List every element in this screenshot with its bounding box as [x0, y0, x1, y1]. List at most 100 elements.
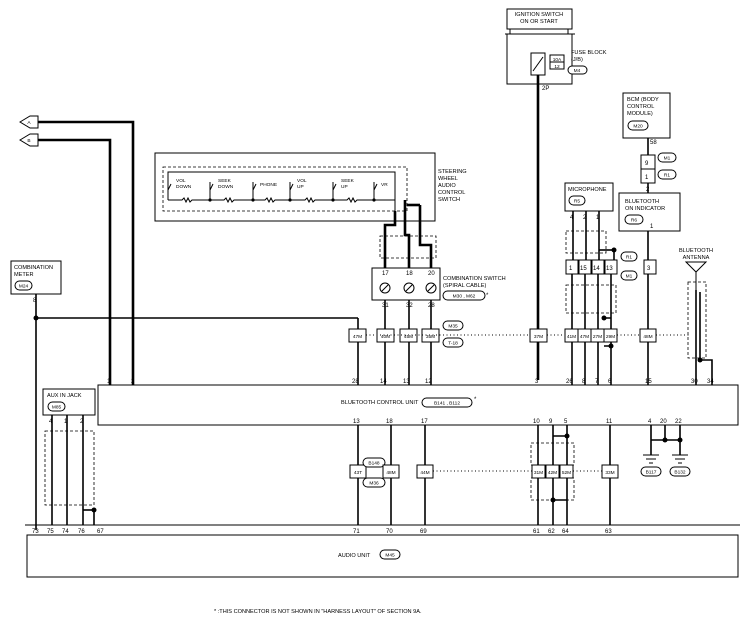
- arrow-b: B: [19, 133, 39, 147]
- bcu-bottom-pin-20: 20: [660, 419, 667, 425]
- bcu-connectors: B141 , B112: [434, 401, 460, 407]
- ground-b117-label: B117: [646, 470, 657, 476]
- conn-m35: M35: [448, 324, 458, 330]
- wire-48m-2: 48M: [386, 470, 395, 476]
- comb-pin-20: 20: [428, 271, 435, 277]
- button-vol-down-2: DOWN: [176, 184, 192, 190]
- bluetooth-indicator: 2 BLUETOOTH ON INDICATOR R6 1: [618, 187, 681, 232]
- wire-31m: 31M: [534, 470, 543, 476]
- audio-pin-69: 69: [420, 529, 427, 535]
- wire-43t: 43T: [354, 470, 362, 476]
- wire-41m: 41M: [567, 334, 576, 340]
- bcu-top-pin-14: 14: [380, 379, 387, 385]
- audio-pin-73: 73: [32, 529, 39, 535]
- bcu-top-pin-1: 1: [107, 379, 111, 385]
- bt-indicator-junction-3: 3: [647, 266, 651, 272]
- wire-42m: 42M: [548, 470, 557, 476]
- harness-connectors-top: 47M 40M 45M 35M M35 T-18 37M 41M 47M 27M…: [348, 320, 690, 348]
- bcm-pin: 58: [650, 140, 657, 146]
- button-vol-up-2: UP: [297, 184, 304, 190]
- button-seek-up-1: SEEK: [341, 178, 355, 184]
- button-vr: VR: [381, 182, 388, 188]
- fuse-amp: 10A: [553, 57, 562, 63]
- fuse-number: 12: [554, 64, 560, 70]
- audio-pin-70: 70: [386, 529, 393, 535]
- fuse-block: 10A 12 FUSE BLOCK (J/B) M4 2P: [530, 50, 607, 92]
- harness-connectors-bottom: 43T B148 M36 48M 44M 31M 42M 52M 33M: [349, 457, 619, 488]
- fuse-block-title: FUSE BLOCK: [571, 50, 607, 56]
- bcu-top-pin-2: 2: [131, 379, 135, 385]
- bt-antenna-label-2: ANTENNA: [683, 255, 710, 261]
- bluetooth-control-unit: BLUETOOTH CONTROL UNIT B141 , B112 * 1 2…: [97, 379, 739, 426]
- mic-junction-14: 14: [593, 266, 600, 272]
- button-vol-up-1: VOL: [297, 178, 307, 184]
- mic-pin-1: 1: [596, 215, 600, 221]
- bcu-top-pin-8: 8: [582, 379, 586, 385]
- wire-45m: 45M: [404, 334, 413, 340]
- bcu-top-pin-15: 15: [645, 379, 652, 385]
- mic-pin-2: 2: [583, 215, 587, 221]
- comb-pin-17: 17: [382, 271, 389, 277]
- wire-29m: 29M: [606, 334, 615, 340]
- junction-m1: M1: [626, 274, 633, 280]
- bcu-top-pin-28: 28: [352, 379, 359, 385]
- bt-antenna-label-1: BLUETOOTH: [679, 248, 713, 254]
- bcm-junction-pin-1: 1: [645, 175, 649, 181]
- mic-junction-13: 13: [606, 266, 613, 272]
- fuse-pin: 2P: [542, 86, 549, 92]
- conn-b148: B148: [368, 461, 380, 467]
- steering-switch-label-5: SWITCH: [438, 197, 460, 203]
- bcm-connector: M20: [633, 124, 643, 130]
- aux-in-jack: AUX IN JACK M85 4 1 2: [42, 388, 96, 425]
- conn-m36: M36: [369, 481, 379, 487]
- combination-switch: 17 18 20 31 32 28 COMBINATION SWITCH (SP…: [371, 267, 506, 309]
- arrow-a: A: [19, 115, 39, 129]
- ground-b117: B117: [640, 454, 662, 477]
- audio-pin-71: 71: [353, 529, 360, 535]
- audio-unit-connector: M45: [385, 553, 395, 559]
- audio-pin-61: 61: [533, 529, 540, 535]
- button-vol-down-1: VOL: [176, 178, 186, 184]
- aux-jack-title: AUX IN JACK: [47, 393, 82, 399]
- button-seek-down-2: DOWN: [218, 184, 234, 190]
- ground-b132-label: B132: [674, 470, 686, 476]
- bcu-bottom-pin-13: 13: [353, 419, 360, 425]
- mic-junction-15: 15: [580, 266, 587, 272]
- button-phone: PHONE: [260, 182, 277, 188]
- bcu-bottom-pin-10: 10: [533, 419, 540, 425]
- bcu-bottom-pin-11: 11: [606, 419, 613, 425]
- bcu-top-pin-13: 13: [403, 379, 410, 385]
- footnote: * :THIS CONNECTOR IS NOT SHOWN IN "HARNE…: [214, 609, 422, 615]
- steering-switch-label-1: STEERING: [438, 169, 467, 175]
- ground-b132: B132: [669, 454, 691, 477]
- comb-switch-label-1: COMBINATION SWITCH: [443, 276, 506, 282]
- arrow-a-label: A: [27, 120, 31, 126]
- comb-pin-18: 18: [406, 271, 413, 277]
- bcm-module: BCM (BODY CONTROL MODULE) M20 58: [622, 92, 671, 146]
- wire-37m: 37M: [534, 334, 543, 340]
- comb-switch-connectors: M30 , M62: [453, 294, 476, 300]
- bcu-bottom-pin-22: 22: [675, 419, 682, 425]
- bt-indicator-label-1: BLUETOOTH: [625, 199, 659, 205]
- wire-35m: 35M: [426, 334, 435, 340]
- bluetooth-antenna: BLUETOOTH ANTENNA: [679, 248, 713, 385]
- bcu-top-pin-7: 7: [595, 379, 599, 385]
- audio-pin-75: 75: [47, 529, 54, 535]
- wire-44m: 44M: [420, 470, 429, 476]
- wire-52m: 52M: [562, 470, 571, 476]
- bcu-top-pin-6: 6: [608, 379, 612, 385]
- wire-33m: 33M: [605, 470, 614, 476]
- wire-40m: 40M: [381, 334, 390, 340]
- bcu-star: *: [474, 397, 477, 403]
- wire-27m: 27M: [593, 334, 602, 340]
- bcu-bottom-pin-18: 18: [386, 419, 393, 425]
- bcm-junction-m1: M1: [664, 156, 671, 162]
- audio-pin-63: 63: [605, 529, 612, 535]
- button-seek-down-1: SEEK: [218, 178, 232, 184]
- fuse-connector: M4: [574, 68, 581, 74]
- bt-indicator-label-2: ON INDICATOR: [625, 206, 665, 212]
- comb-meter-connector: M24: [19, 284, 29, 290]
- mic-pin-4: 4: [570, 215, 574, 221]
- microphone: MICROPHONE R5 4 2 1: [564, 182, 614, 221]
- steering-switch-label-2: WHEEL: [438, 176, 458, 182]
